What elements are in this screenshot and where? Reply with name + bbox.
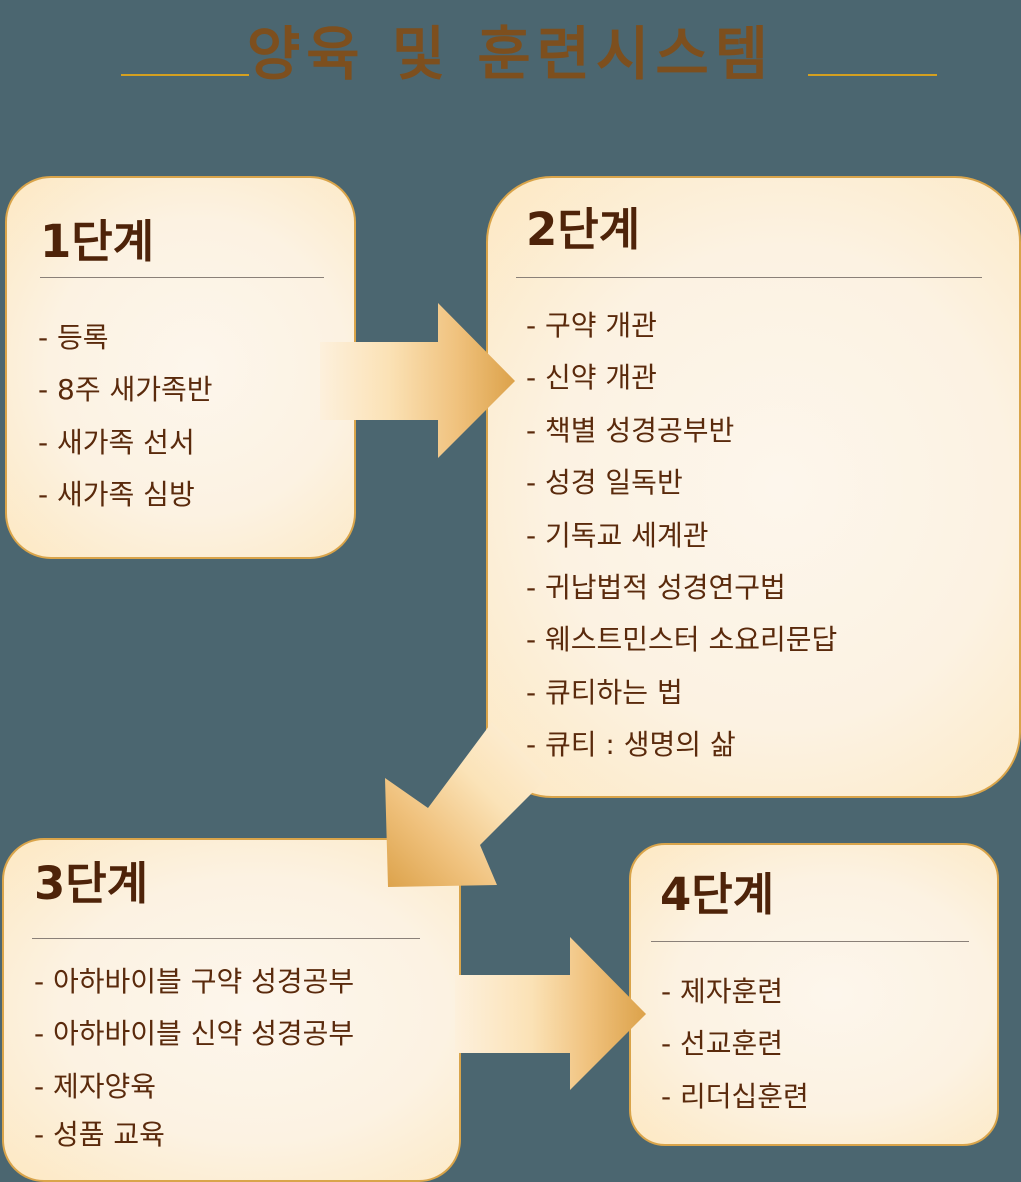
list-item: - 제자훈련 xyxy=(661,975,784,1008)
stage-3-list: - 아하바이블 구약 성경공부 - 아하바이블 신약 성경공부 - 제자양육 -… xyxy=(34,956,354,1162)
stage-1-divider xyxy=(40,277,324,278)
list-item: - 등록 xyxy=(38,321,109,354)
stage-2-list: - 구약 개관 - 신약 개관 - 책별 성경공부반 - 성경 일독반 - 기독… xyxy=(526,300,837,772)
list-item: - 책별 성경공부반 xyxy=(526,413,735,447)
stage-4-heading: 4단계 xyxy=(660,868,775,921)
stage-4-list: - 제자훈련 - 선교훈련 - 리더십훈련 xyxy=(661,966,809,1123)
stage-4-divider xyxy=(651,941,969,942)
arrow-down-left-icon xyxy=(385,722,548,887)
list-item: - 구약 개관 xyxy=(526,309,657,342)
list-item: - 성경 일독반 xyxy=(526,466,683,500)
stage-2-box: 2단계 - 구약 개관 - 신약 개관 - 책별 성경공부반 - 성경 일독반 … xyxy=(486,176,1021,798)
arrow-right-icon xyxy=(320,303,515,458)
list-item: - 8주 새가족반 xyxy=(38,373,213,407)
title-line-right xyxy=(808,74,937,76)
list-item: - 귀납법적 성경연구법 xyxy=(526,570,786,604)
stage-3-box: 3단계 - 아하바이블 구약 성경공부 - 아하바이블 신약 성경공부 - 제자… xyxy=(2,838,461,1182)
stage-3-heading: 3단계 xyxy=(34,857,149,910)
stage-4-box: 4단계 - 제자훈련 - 선교훈련 - 리더십훈련 xyxy=(629,843,999,1146)
list-item: - 리더십훈련 xyxy=(661,1079,809,1113)
stage-2-divider xyxy=(516,277,982,278)
list-item: - 아하바이블 신약 성경공부 xyxy=(34,1017,355,1051)
page-title: 양육 및 훈련시스템 xyxy=(246,20,775,88)
list-item: - 제자양육 xyxy=(34,1069,157,1103)
stage-1-heading: 1단계 xyxy=(40,215,155,268)
list-item: - 큐티하는 법 xyxy=(526,675,683,709)
stage-1-list: - 등록 - 8주 새가족반 - 새가족 선서 - 새가족 심방 xyxy=(38,312,213,522)
list-item: - 선교훈련 xyxy=(661,1027,784,1061)
list-item: - 새가족 선서 xyxy=(38,425,195,459)
list-item: - 아하바이블 구약 성경공부 xyxy=(34,965,355,998)
list-item: - 큐티 : 생명의 삶 xyxy=(526,728,736,762)
title-line-left xyxy=(121,74,249,76)
stage-2-heading: 2단계 xyxy=(526,203,641,256)
list-item: - 새가족 심방 xyxy=(38,478,195,512)
list-item: - 기독교 세계관 xyxy=(526,518,709,552)
list-item: - 성품 교육 xyxy=(34,1118,165,1152)
stage-3-divider xyxy=(32,938,420,939)
list-item: - 신약 개관 xyxy=(526,361,657,395)
list-item: - 웨스트민스터 소요리문답 xyxy=(526,623,838,657)
arrow-right-icon xyxy=(455,937,646,1090)
stage-1-box: 1단계 - 등록 - 8주 새가족반 - 새가족 선서 - 새가족 심방 xyxy=(5,176,356,559)
